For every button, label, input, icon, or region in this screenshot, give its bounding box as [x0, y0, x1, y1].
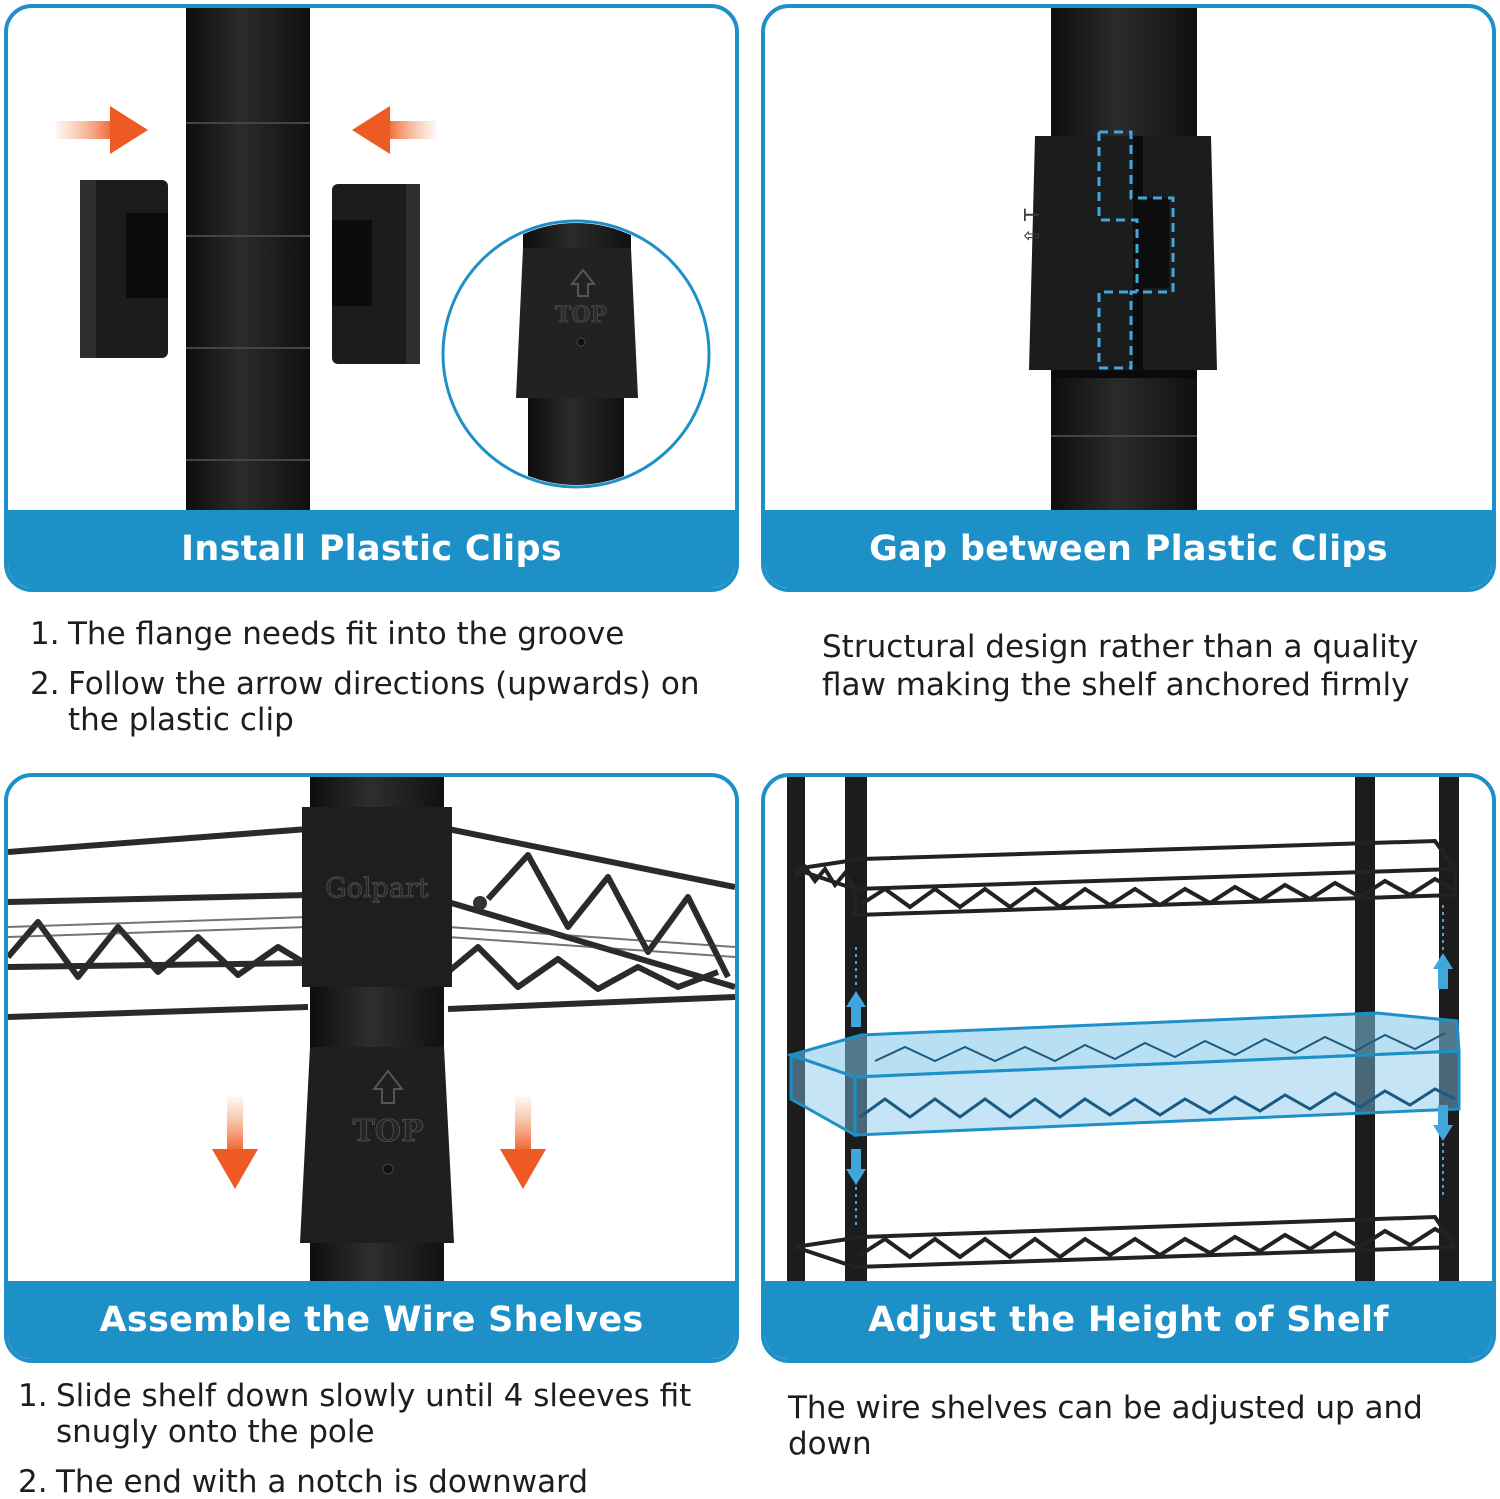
step-item: 1. Slide shelf down slowly until 4 sleev… — [18, 1378, 738, 1450]
bottom-shelf — [794, 1214, 1459, 1270]
install-plastic-clips-panel: TOP Install Plastic Clips — [4, 4, 739, 592]
banner: Adjust the Height of Shelf — [765, 1281, 1492, 1359]
step-item: 2. Follow the arrow directions (upwards)… — [30, 666, 750, 738]
step-item: 1. The flange needs fit into the groove — [30, 616, 750, 652]
step-number: 1. — [30, 616, 60, 652]
step-number: 1. — [18, 1378, 48, 1414]
assemble-shelves-steps: 1. Slide shelf down slowly until 4 sleev… — [18, 1378, 738, 1499]
assemble-wire-shelves-panel: Golpart TOP Assemble the Wire Shelves — [4, 773, 739, 1363]
panel-title: Assemble the Wire Shelves — [99, 1300, 644, 1340]
step-text: The flange needs fit into the groove — [68, 616, 625, 652]
right-clip-half — [332, 184, 420, 364]
adjust-height-illustration — [786, 777, 1461, 1283]
adjust-shelf-height-panel: Adjust the Height of Shelf — [761, 773, 1496, 1363]
clip-gap-illustration: ⇧ T — [1020, 8, 1217, 510]
arrow-down-icon — [500, 1097, 546, 1189]
svg-text:TOP: TOP — [352, 1114, 423, 1149]
assemble-shelves-illustration: Golpart TOP — [8, 777, 735, 1283]
step-item: 2. The end with a notch is downward — [18, 1464, 738, 1499]
gap-between-clips-panel: ⇧ T Gap between Plastic Clips — [761, 4, 1496, 592]
banner: Install Plastic Clips — [8, 510, 735, 588]
highlighted-shelf — [786, 1011, 1461, 1138]
pole — [186, 8, 310, 510]
svg-text:⇧ T: ⇧ T — [1020, 208, 1044, 244]
arrow-up-icon — [846, 953, 1453, 1027]
arrow-left-icon — [352, 106, 436, 154]
banner: Gap between Plastic Clips — [765, 510, 1492, 588]
install-clips-steps: 1. The flange needs fit into the groove … — [30, 616, 750, 738]
magnified-clip-detail: TOP — [441, 219, 711, 489]
step-text: The end with a notch is downward — [56, 1464, 589, 1499]
arrow-down-icon — [846, 1105, 1453, 1185]
top-shelf — [793, 838, 1459, 918]
step-text: Follow the arrow directions (upwards) on… — [68, 666, 700, 738]
install-clips-illustration: TOP — [56, 8, 711, 510]
clip-sleeve — [1029, 136, 1217, 370]
arrow-down-icon — [212, 1097, 258, 1189]
brand-mark: Golpart — [325, 873, 429, 904]
step-text: Slide shelf down slowly until 4 sleeves … — [56, 1378, 692, 1450]
step-number: 2. — [30, 666, 60, 702]
wire-shelf — [8, 826, 735, 1020]
step-number: 2. — [18, 1464, 48, 1499]
left-clip-half — [80, 180, 168, 358]
panel-title: Gap between Plastic Clips — [869, 529, 1388, 569]
arrow-right-icon — [56, 106, 148, 154]
clip-sleeve — [300, 1047, 454, 1243]
panel-title: Install Plastic Clips — [181, 529, 562, 569]
adjust-height-description: The wire shelves can be adjusted up and … — [788, 1390, 1423, 1462]
panel-title: Adjust the Height of Shelf — [868, 1300, 1389, 1340]
banner: Assemble the Wire Shelves — [8, 1281, 735, 1359]
svg-text:TOP: TOP — [555, 302, 607, 328]
gap-description: Structural design rather than a quality … — [822, 629, 1419, 703]
